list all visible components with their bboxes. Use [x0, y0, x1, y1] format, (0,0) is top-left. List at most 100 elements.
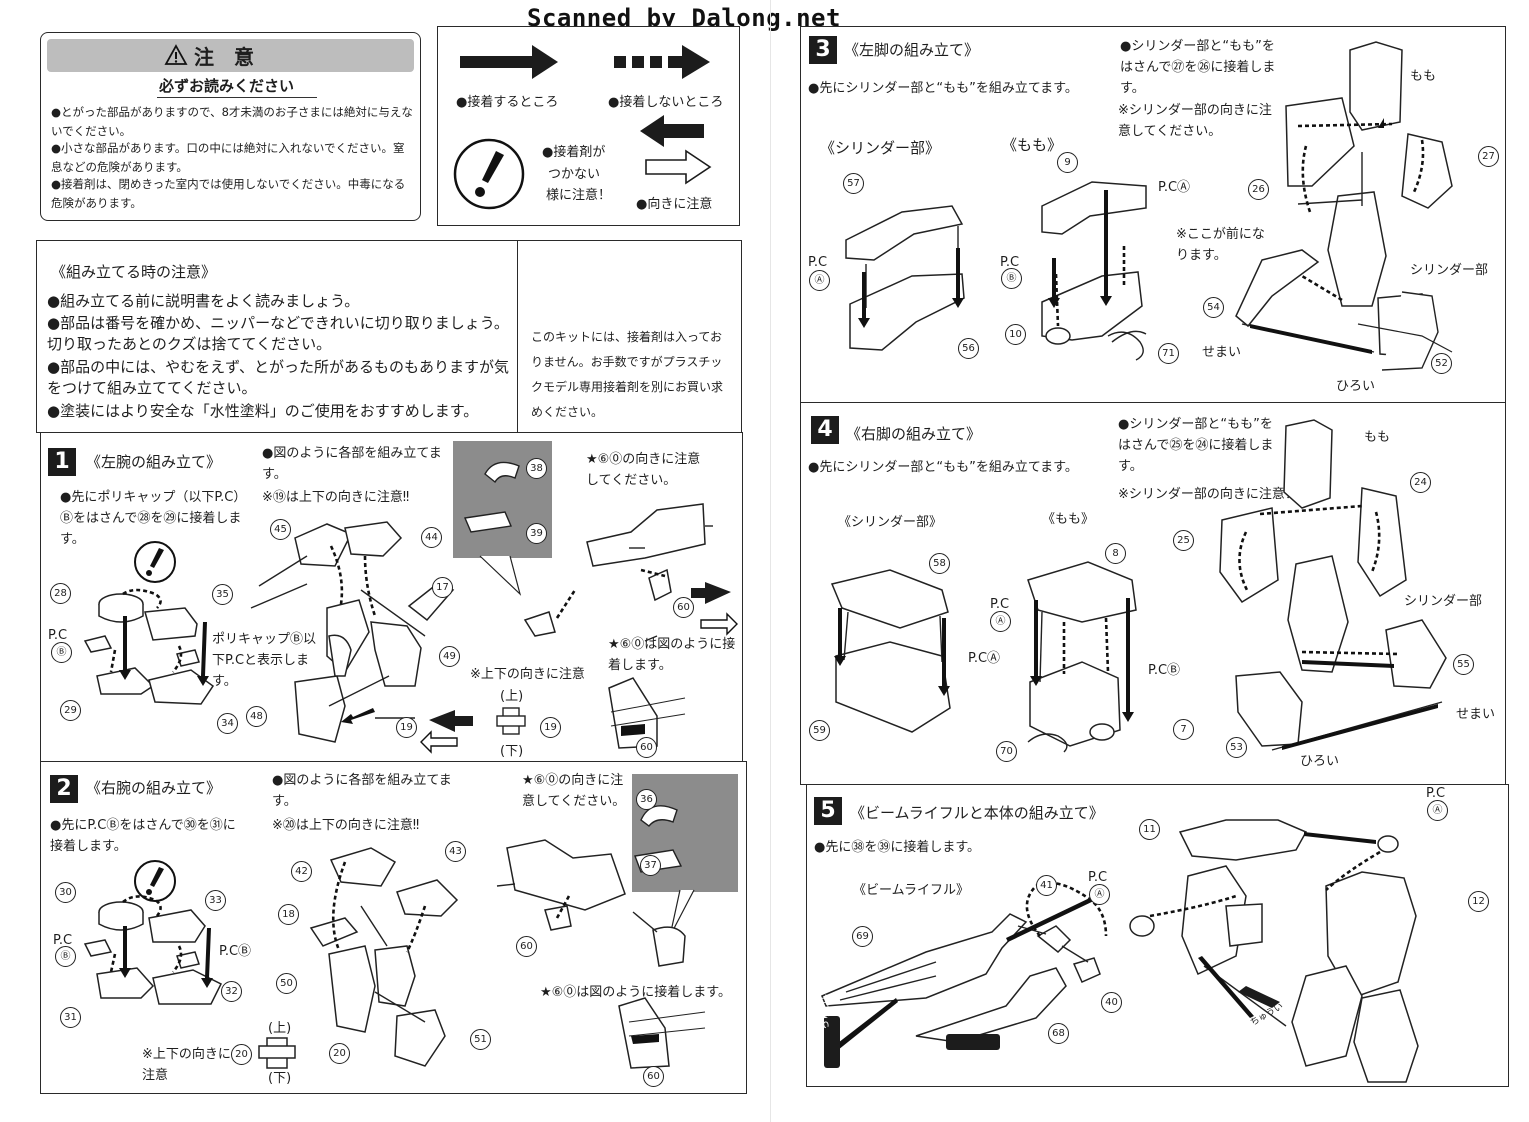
glue-arrow-icon	[460, 45, 558, 79]
section-2-part-18: 18	[278, 904, 299, 925]
section-1-polycap: ポリキャップⒷ以下P.Cと表示します。	[212, 632, 317, 689]
section-4-part-70: 70	[996, 741, 1017, 762]
section-4-part-55: 55	[1453, 654, 1474, 675]
section-1-part-49: 49	[439, 646, 460, 667]
section-3-pca-label: P.CⒶ	[1158, 180, 1191, 195]
caution-item-1: ●とがった部品がありますので、8才未満のお子さまには絶対に与えないでください。	[51, 105, 413, 138]
section-2-part-43: 43	[445, 841, 466, 862]
section-1-part-45: 45	[270, 519, 291, 540]
section-1-text5: ★⑥⓪は図のように接着します。	[608, 637, 736, 673]
section-3-part-52: 52	[1431, 353, 1452, 374]
section-2-part-50: 50	[276, 973, 297, 994]
section-3-title: 《左脚の組み立て》	[844, 41, 980, 59]
section-4-title: 《右脚の組み立て》	[846, 425, 982, 443]
section-1-down: (下)	[500, 744, 524, 759]
section-3-part-57: 57	[843, 173, 864, 194]
section-3-left-leg-diagram	[845, 41, 1453, 371]
section-3-part-9: 9	[1057, 152, 1078, 173]
section-4-cyl: 《シリンダー部》	[838, 515, 943, 530]
section-4-part-25: 25	[1173, 530, 1194, 551]
section-1-part-38: 38	[526, 458, 547, 479]
assembly-note-2: ●部品は番号を確かめ、ニッパーなどできれいに切り取りましょう。切り取ったあとのク…	[47, 314, 509, 353]
section-1-text4: ★⑥⓪の向きに注意してください。	[586, 452, 701, 488]
section-2-part-60b: 60	[643, 1066, 664, 1087]
section-4-text3: ※シリンダー部の向きに注意！	[1118, 487, 1298, 502]
section-5-pc-a-2: Ⓐ	[1427, 800, 1448, 821]
section-1-part-29: 29	[60, 700, 81, 721]
section-2-number: 2	[50, 775, 78, 803]
legend-box: ●接着するところ ●接着しないところ ●接着剤が つかない 様に注意！ ●向きに…	[437, 26, 740, 226]
section-1-updown: ※上下の向きに注意	[470, 667, 585, 682]
caution-item-3: ●接着剤は、閉めきった室内では使用しないでください。中毒になる危険があります。	[51, 177, 406, 210]
section-2-part-42: 42	[291, 861, 312, 882]
section-1-part-48: 48	[246, 706, 267, 727]
section-5-part-41: 41	[1036, 875, 1057, 896]
section-4-label-thigh: もも	[1364, 430, 1391, 445]
section-3-front: ※ここが前になります。	[1176, 227, 1265, 263]
section-3-pc-a: Ⓐ	[809, 270, 830, 291]
assembly-note-3: ●部品の中には、やむをえず、とがった所があるものもありますが気をつけて組み立てて…	[47, 358, 510, 397]
section-5-caution-tag-1: ちゅうい	[950, 1053, 990, 1064]
section-3-pc-b: Ⓑ	[1001, 268, 1022, 289]
section-1-title: 《左腕の組み立て》	[86, 453, 222, 471]
section-2-text: ●先にP.CⒷをはさんで㉚を㉛に接着します。	[50, 818, 236, 854]
section-4-part-7: 7	[1173, 719, 1194, 740]
section-3-number: 3	[809, 36, 837, 64]
section-3-part-26: 26	[1248, 179, 1269, 200]
section-5-number: 5	[814, 797, 842, 825]
section-2-part-31: 31	[60, 1007, 81, 1028]
section-2-text4: ★⑥⓪の向きに注意してください。	[522, 773, 626, 809]
section-5-part-11: 11	[1139, 819, 1160, 840]
section-4-wide: ひろい	[1300, 754, 1340, 769]
section-5-text: ●先に㊳を㊴に接着します。	[814, 840, 981, 855]
section-3-cyl: 《シリンダー部》	[820, 139, 941, 157]
section-2-pcb-label: P.CⒷ	[219, 944, 252, 959]
section-5-pc-a-1: Ⓐ	[1089, 884, 1110, 905]
caution-title: 注 意	[194, 45, 254, 69]
section-2-pc-label: P.C	[53, 933, 73, 948]
section-1-left-arm-diagram	[83, 461, 738, 754]
legend-warning-l1: ●接着剤が	[542, 145, 606, 160]
section-2-text3: ※⑳は上下の向きに注意‼	[272, 818, 420, 833]
section-1-part-17: 17	[432, 577, 453, 598]
section-2-updown: ※上下の向きに注意	[142, 1047, 231, 1083]
section-2-right-arm-diagram	[83, 805, 706, 1069]
page-fold	[770, 0, 771, 1122]
section-1-warning-icon	[134, 541, 176, 583]
section-4-part-58: 58	[929, 553, 950, 574]
section-1-part-19b: 19	[540, 717, 561, 738]
section-5-pc-label-2: P.C	[1426, 786, 1446, 801]
section-5-part-40: 40	[1101, 992, 1122, 1013]
section-3-label-cyl: シリンダー部	[1410, 263, 1489, 278]
section-2-warning-icon	[134, 860, 176, 902]
section-1-text3: ※⑲は上下の向きに注意‼	[262, 490, 410, 505]
section-3-pc-label-2: P.C	[1000, 255, 1020, 270]
section-2-text2: ●図のように各部を組み立てます。	[272, 773, 452, 809]
section-4-number: 4	[811, 416, 839, 444]
section-2-part-36: 36	[636, 789, 657, 810]
section-3-part-10: 10	[1005, 324, 1026, 345]
section-5-caution-tag-2: ちゅうい	[820, 990, 831, 1030]
section-3-text3: ※シリンダー部の向きに注意してください。	[1118, 103, 1272, 139]
section-3-text: ●先にシリンダー部と“もも”を組み立てます。	[808, 81, 1078, 96]
section-2-part-37: 37	[640, 855, 661, 876]
no-glue-arrow-icon	[614, 45, 710, 79]
section-2-part-51: 51	[470, 1029, 491, 1050]
section-2-part-60a: 60	[516, 936, 537, 957]
section-2-down: (下)	[268, 1071, 292, 1086]
section-1-part-34: 34	[217, 713, 238, 734]
section-3-part-27: 27	[1478, 146, 1499, 167]
section-4-thigh: 《もも》	[1042, 512, 1095, 527]
assembly-note-4: ●塗装にはより安全な「水性塗料」のご使用をおすすめします。	[47, 402, 479, 420]
section-4-right-leg-diagram	[830, 419, 1447, 753]
section-4-part-53: 53	[1226, 737, 1247, 758]
section-1-pc-b: Ⓑ	[51, 642, 72, 663]
legend-no-glue: ●接着しないところ	[608, 95, 724, 110]
section-4-part-8: 8	[1105, 543, 1126, 564]
section-3-part-71: 71	[1158, 343, 1179, 364]
legend-warning-l3: 様に注意！	[546, 188, 612, 203]
legend-warning-l2: つかない	[548, 167, 601, 182]
section-4-pcb-label: P.CⒷ	[1148, 663, 1181, 678]
section-3-text2: ●シリンダー部と“もも”をはさんで㉗を㉖に接着します。	[1120, 39, 1276, 96]
section-5-part-12: 12	[1468, 891, 1489, 912]
